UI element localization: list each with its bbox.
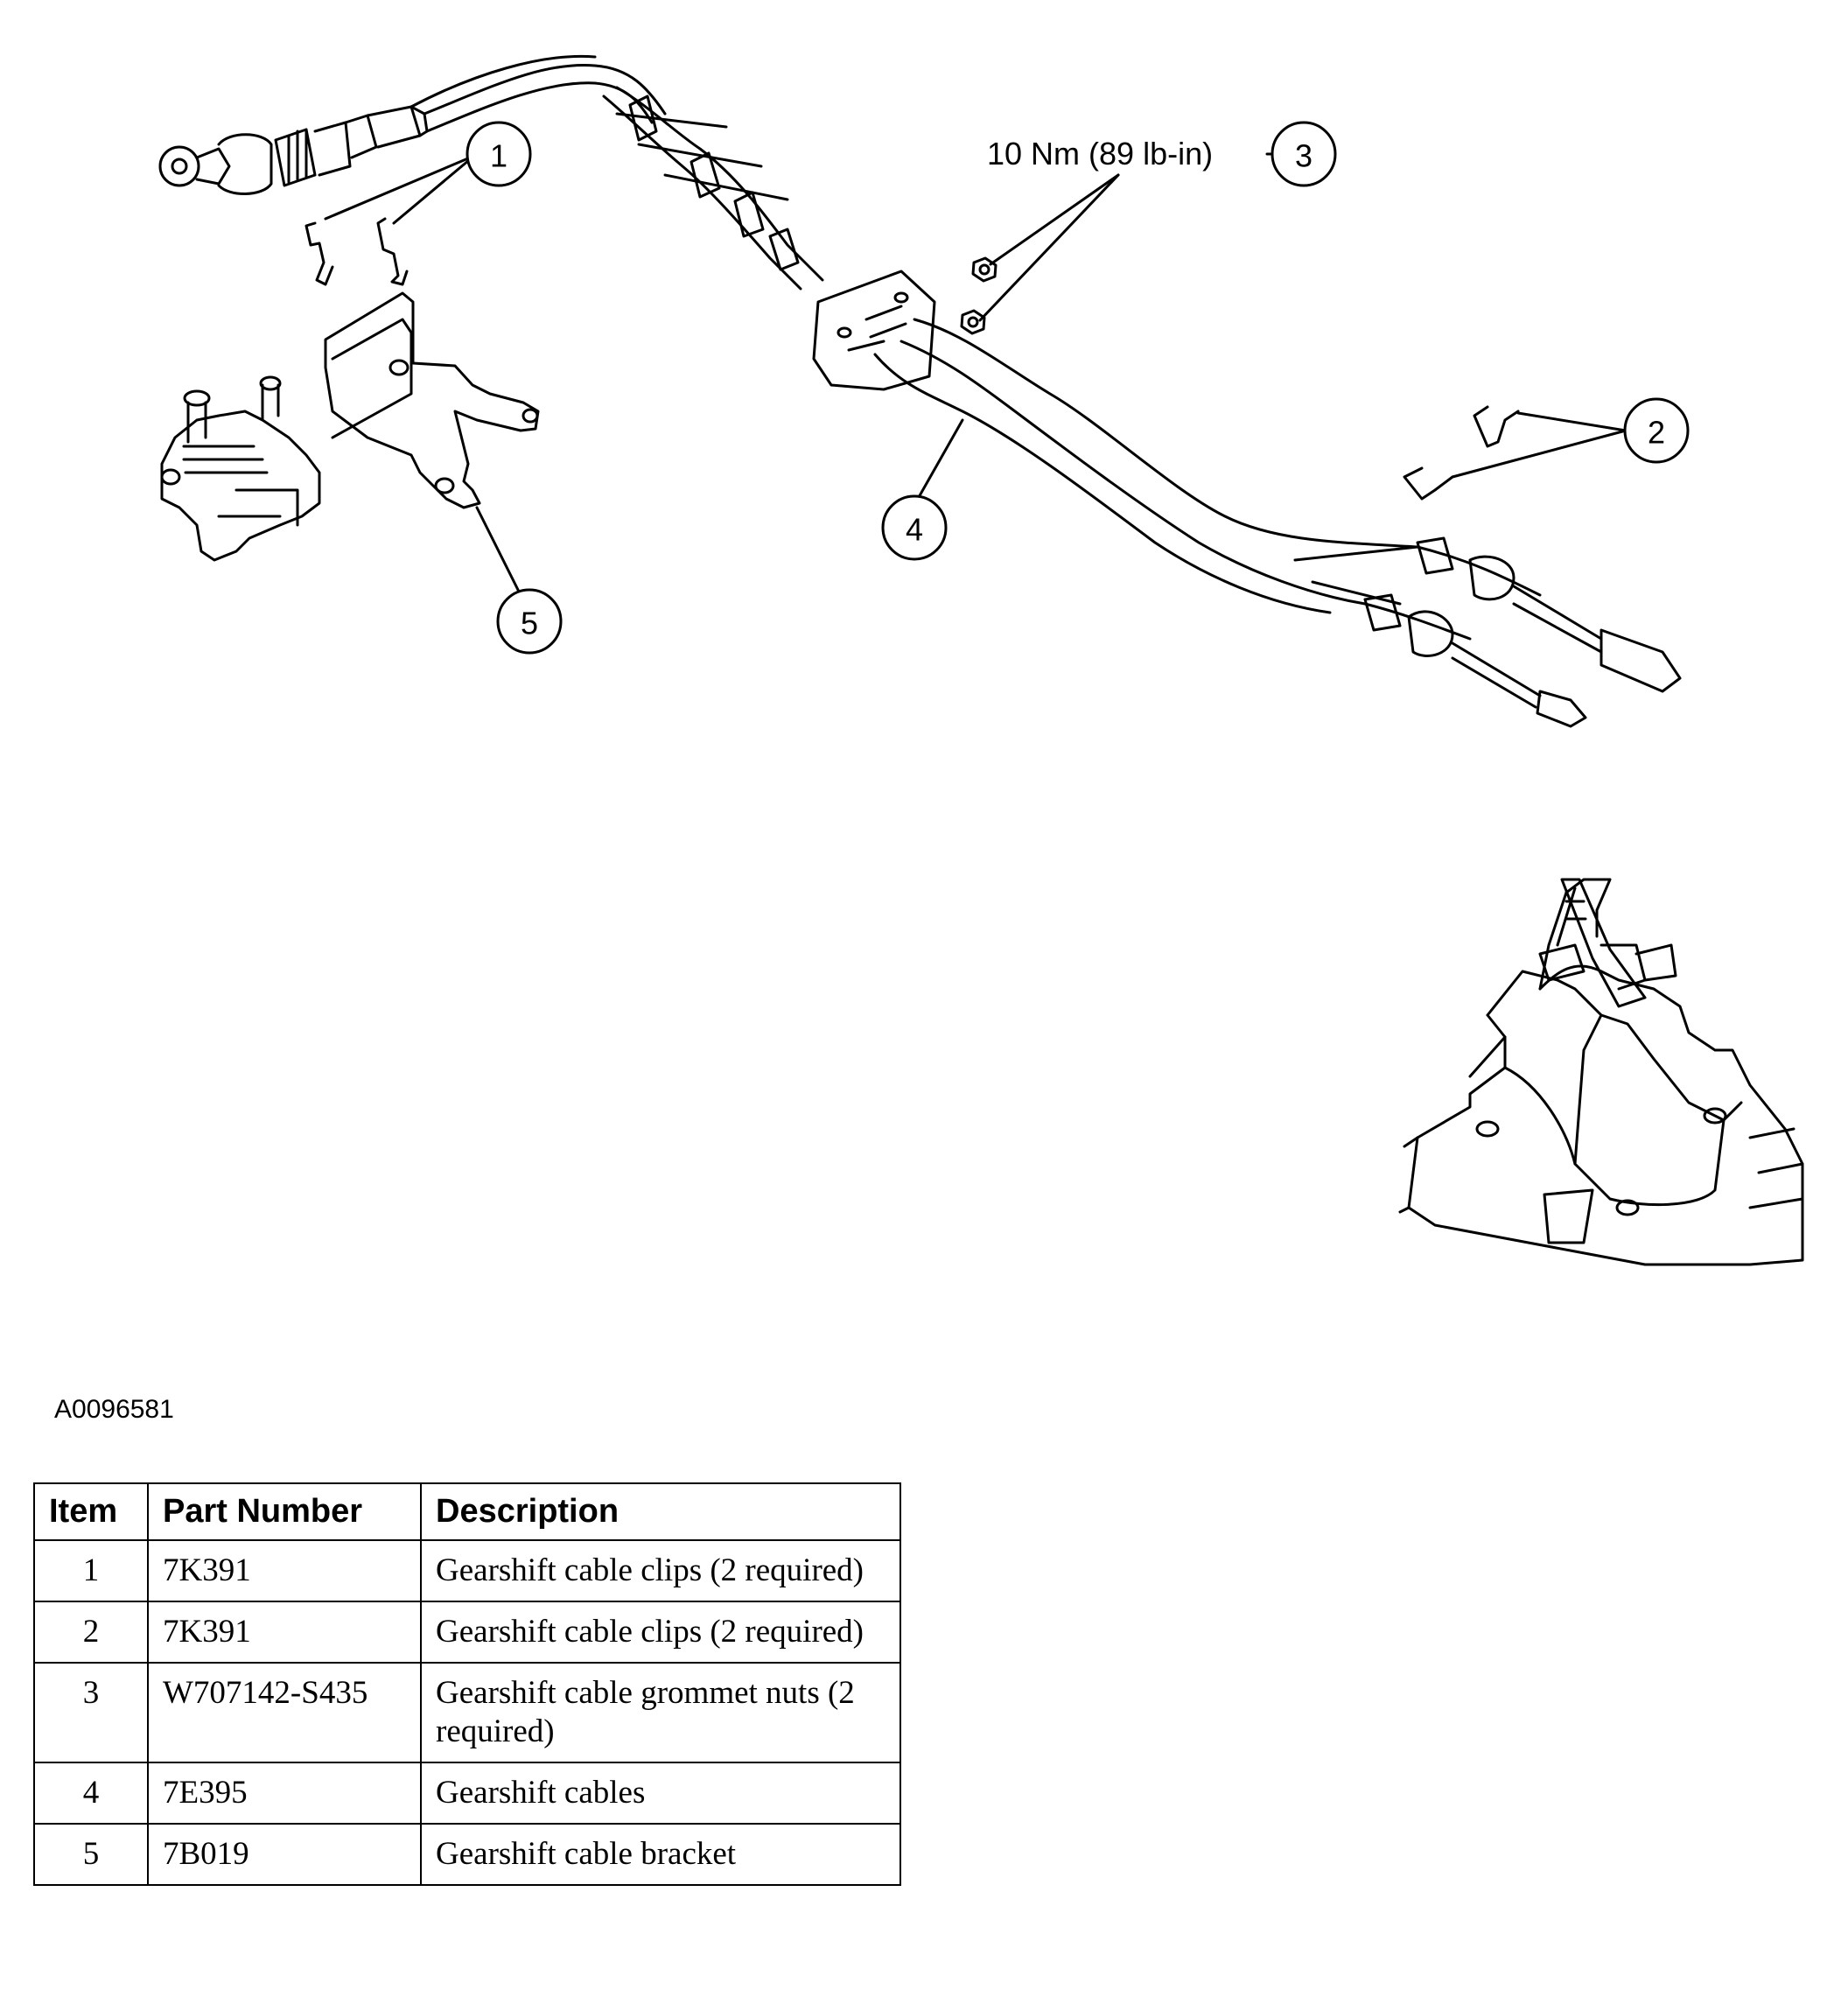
part-number-cell: 7K391 [147,1601,422,1664]
description-cell: Gearshift cable clips (2 required) [420,1601,901,1664]
gearshift-cables-illustration [410,54,1682,728]
header-part-number: Part Number [147,1482,422,1541]
leader-line-torque-a [989,173,1120,266]
figure-id: A0096581 [54,1395,174,1424]
part-number-cell: 7B019 [147,1823,422,1886]
leader-line-2b [1451,429,1628,479]
leader-line-4 [913,418,964,507]
callout-circle-3 [1270,121,1337,187]
description-cell: Gearshift cable grommet nuts (2 required… [420,1662,901,1763]
callout-circle-4 [881,494,948,561]
callout-circle-2 [1623,397,1690,464]
description-cell: Gearshift cable clips (2 required) [420,1539,901,1602]
leader-line-torque-b [978,173,1120,322]
callout-number-2: 2 [1648,415,1665,451]
leader-line-5 [475,506,525,602]
shifter-assembly-illustration [1398,878,1804,1266]
item-cell: 3 [33,1662,149,1763]
callout-number-3: 3 [1295,138,1312,174]
header-item: Item [33,1482,149,1541]
shift-mechanism-illustration [160,375,321,562]
cable-clips-item1-illustration [304,217,409,286]
part-number-cell: 7K391 [147,1539,422,1602]
table-row: 1 7K391 Gearshift cable clips (2 require… [33,1539,901,1602]
leader-line-1a [324,154,476,221]
cable-clips-item2-illustration [1403,405,1520,501]
callout-number-5: 5 [521,606,538,641]
table-header-row: Item Part Number Description [33,1482,901,1541]
torque-spec-label: 10 Nm (89 lb-in) [987,136,1213,172]
description-cell: Gearshift cable bracket [420,1823,901,1886]
callout-circle-1 [466,121,532,187]
table-row: 3 W707142-S435 Gearshift cable grommet n… [33,1662,901,1763]
item-cell: 4 [33,1762,149,1825]
cable-end-fitting-illustration [158,105,429,195]
part-number-cell: 7E395 [147,1762,422,1825]
callout-number-4: 4 [906,512,923,548]
item-cell: 5 [33,1823,149,1886]
gearshift-cable-diagram: 1 2 3 4 5 10 Nm (89 lb-in) [158,54,1804,1266]
leader-line-1b [392,154,476,225]
table-row: 4 7E395 Gearshift cables [33,1762,901,1825]
table-row: 5 7B019 Gearshift cable bracket [33,1823,901,1886]
parts-table: Item Part Number Description 1 7K391 Gea… [33,1482,901,1886]
callout-circle-5 [496,588,563,655]
header-description: Description [420,1482,901,1541]
part-number-cell: W707142-S435 [147,1662,422,1763]
table-row: 2 7K391 Gearshift cable clips (2 require… [33,1601,901,1664]
cable-bracket-illustration [324,291,540,509]
leader-line-2a [1516,411,1628,432]
grommet-nuts-illustration [960,256,998,335]
item-cell: 1 [33,1539,149,1602]
description-cell: Gearshift cables [420,1762,901,1825]
item-cell: 2 [33,1601,149,1664]
callout-number-1: 1 [490,138,508,174]
